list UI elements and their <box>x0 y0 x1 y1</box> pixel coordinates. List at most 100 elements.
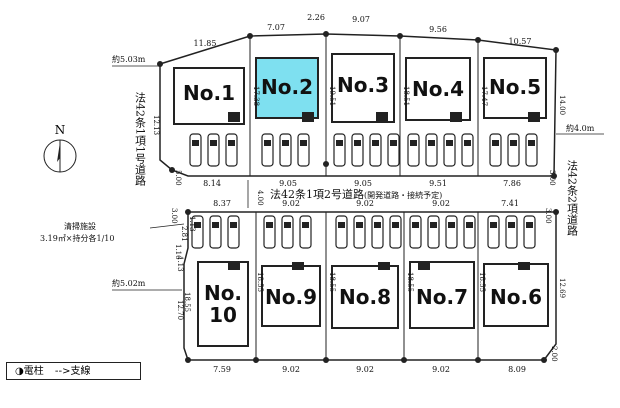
parking-car-window <box>510 140 517 146</box>
dim-top: 9.56 <box>429 25 447 34</box>
dim-top: 9.07 <box>352 15 370 24</box>
parking-car <box>279 133 292 167</box>
lot-label-no10-a: No. <box>204 281 242 305</box>
lot-label-no7: No.7 <box>416 285 468 309</box>
dim-vertical: 3.00 <box>544 208 552 224</box>
dim-vertical: 17.38 <box>252 86 260 106</box>
parking-car <box>523 215 536 249</box>
dim-vertical: 12.70 <box>176 300 184 320</box>
facility-label: 清掃施設 <box>64 221 96 231</box>
dim-vertical: 19.51 <box>328 86 336 106</box>
parking-car <box>505 215 518 249</box>
dim-mid-upper: 9.05 <box>354 179 372 188</box>
left-road-width: 約5.03m <box>112 54 146 64</box>
parking-cars <box>189 133 538 249</box>
parking-car <box>427 215 440 249</box>
parking-car-window <box>372 140 379 146</box>
parking-car-window <box>464 140 471 146</box>
parking-car-window <box>356 222 363 228</box>
parking-car <box>297 133 310 167</box>
parking-car <box>261 133 274 167</box>
right-road-width: 約4.0m <box>566 123 595 133</box>
left-road-width-lower: 約5.02m <box>112 278 146 288</box>
dim-vertical: 12.13 <box>152 115 160 135</box>
dim-mid-lower: 9.02 <box>282 199 300 208</box>
parking-car <box>407 133 420 167</box>
parking-car-window <box>354 140 361 146</box>
parking-car-window <box>428 140 435 146</box>
parking-car-window <box>490 222 497 228</box>
legend-pole: ◑電柱 <box>15 366 44 377</box>
dim-vertical: 14.00 <box>558 95 566 115</box>
dim-top: 10.57 <box>509 37 532 46</box>
parking-car-window <box>466 222 473 228</box>
parking-car <box>189 133 202 167</box>
dim-vertical: 18.55 <box>256 272 264 292</box>
parking-car <box>461 133 474 167</box>
parking-car-window <box>492 140 499 146</box>
pole-markers <box>157 31 559 363</box>
house-no10 <box>197 261 249 347</box>
lot-label-no1: No.1 <box>183 81 235 105</box>
parking-car-window <box>192 140 199 146</box>
lot-label-no8: No.8 <box>339 285 391 309</box>
parking-car-window <box>338 222 345 228</box>
parking-car-window <box>302 222 309 228</box>
equipment-marks <box>228 112 540 270</box>
parking-car <box>387 133 400 167</box>
parking-car-window <box>374 222 381 228</box>
parking-car-window <box>230 222 237 228</box>
dim-mid-lower: 7.41 <box>501 199 519 208</box>
parking-car <box>463 215 476 249</box>
house-no9 <box>261 265 321 327</box>
lot-label-no6: No.6 <box>490 285 542 309</box>
dim-vertical: 17.47 <box>480 86 488 106</box>
parking-car <box>409 215 422 249</box>
dim-vertical: 12.69 <box>558 278 566 298</box>
parking-car-window <box>508 222 515 228</box>
parking-car <box>225 133 238 167</box>
parking-car-window <box>266 222 273 228</box>
dim-vertical: 18.51 <box>402 86 410 106</box>
parking-car-window <box>336 140 343 146</box>
parking-car <box>389 215 402 249</box>
dim-vertical: 18.55 <box>183 292 191 312</box>
parking-car <box>333 133 346 167</box>
dim-vertical: 4.00 <box>256 190 264 206</box>
lot-label-no10-b: 10 <box>209 303 237 327</box>
parking-car <box>299 215 312 249</box>
parking-car-window <box>528 140 535 146</box>
parking-car <box>487 215 500 249</box>
parking-car <box>351 133 364 167</box>
house-no6 <box>483 263 549 327</box>
house-no3 <box>331 53 395 123</box>
parking-car <box>227 215 240 249</box>
lot-label-no3: No.3 <box>337 73 389 97</box>
parking-car <box>525 133 538 167</box>
parking-car-window <box>228 140 235 146</box>
dim-vertical: 3.00 <box>170 208 178 224</box>
dim-mid-upper: 9.05 <box>279 179 297 188</box>
house-no7 <box>409 261 475 329</box>
parking-car-window <box>282 140 289 146</box>
legend: ◑電柱 -->支線 <box>6 362 141 380</box>
parking-car-window <box>300 140 307 146</box>
parking-car <box>425 133 438 167</box>
dim-vertical: 1.16 <box>174 244 182 260</box>
parking-car-window <box>526 222 533 228</box>
dim-bottom: 7.59 <box>213 365 231 374</box>
dim-vertical: 1.13 <box>176 256 184 272</box>
parking-car-window <box>412 222 419 228</box>
parking-car <box>353 215 366 249</box>
lot-label-no2: No.2 <box>261 75 313 99</box>
house-no2 <box>255 57 319 119</box>
parking-car-window <box>284 222 291 228</box>
house-no8 <box>331 265 399 329</box>
dim-bottom: 8.09 <box>508 365 526 374</box>
dim-mid-lower: 9.02 <box>432 199 450 208</box>
parking-car-window <box>392 222 399 228</box>
parking-car <box>445 215 458 249</box>
dim-vertical: 18.55 <box>328 272 336 292</box>
house-no5 <box>483 57 547 119</box>
